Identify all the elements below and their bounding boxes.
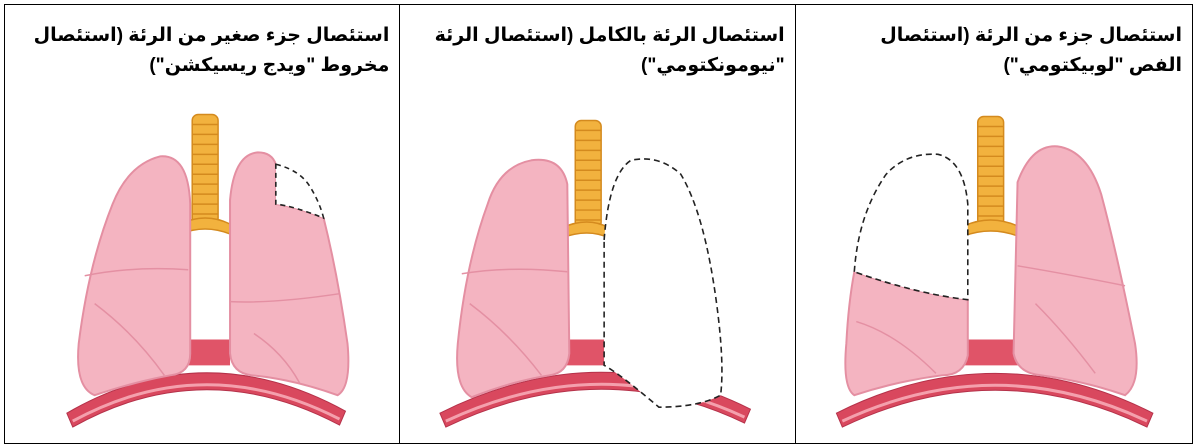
removed-upper-lobe-outline [854,154,967,300]
pneumonectomy-lungs-illustration [400,5,794,443]
lung-intact [1013,146,1136,395]
lung-intact [78,156,190,395]
panel-lobectomy: استئصال جزء من الرئة (استئصال الفص "لوبي… [796,5,1192,443]
panel-pneumonectomy: استئصال الرئة بالكامل (استئصال الرئة "ني… [400,5,795,443]
panel-wedge-resection: استئصال جزء صغير من الرئة (استئصال مخروط… [5,5,400,443]
lobectomy-lungs-illustration [796,5,1192,443]
lung-intact [457,160,569,397]
figure-frame: استئصال جزء من الرئة (استئصال الفص "لوبي… [4,4,1193,444]
wedge-lungs-illustration [5,5,399,443]
removed-lung-outline [604,159,722,407]
